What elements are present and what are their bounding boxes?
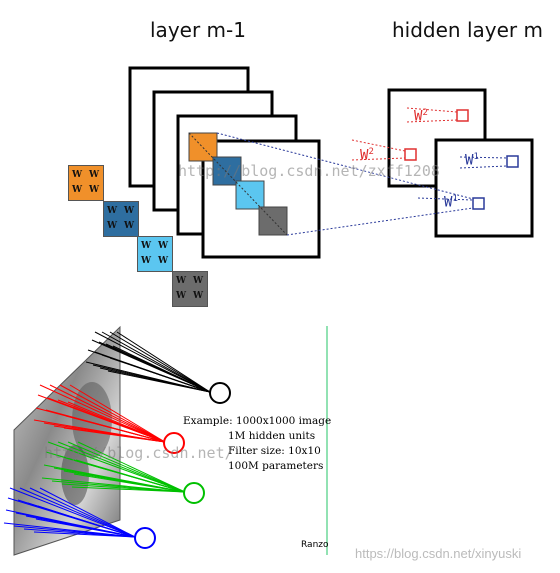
hidden-unit-red-1: [456, 109, 469, 122]
layer-m-1-title: layer m-1: [150, 18, 246, 42]
hidden-unit-green: [183, 482, 205, 504]
footer-watermark: https://blog.csdn.net/xinyuski: [355, 546, 522, 561]
green-connections: [41, 441, 186, 493]
hidden-unit-blue: [134, 527, 156, 549]
hidden-label-w2-a: W2: [414, 108, 428, 125]
patch-darkblue: [212, 156, 242, 186]
blue-connections-bottom: [3, 487, 136, 538]
hidden-label-w1-b: W1: [444, 194, 458, 211]
black-connections: [85, 331, 211, 393]
red-connections: [351, 107, 458, 161]
patch-orange: [188, 132, 218, 162]
hidden-label-w2-b: W2: [360, 147, 374, 164]
hidden-unit-black: [209, 382, 231, 404]
hidden-unit-blue-1: [506, 155, 519, 168]
example-text: Example: 1000x1000 image 1M hidden units…: [183, 414, 331, 474]
weight-matrix-darkblue: W W W W: [103, 201, 139, 237]
red-connections-bottom: [33, 384, 166, 443]
weight-matrix-gray: W W W W: [172, 271, 208, 307]
weight-matrix-lightblue: W W W W: [137, 236, 173, 272]
example-line-1: Example: 1000x1000 image: [183, 415, 332, 427]
weight-matrix-orange: W W W W: [68, 165, 104, 201]
hidden-unit-red-2: [404, 148, 417, 161]
hidden-layer-m-title: hidden layer m: [392, 18, 543, 42]
example-line-4: 100M parameters: [228, 460, 324, 472]
hidden-unit-red: [163, 432, 185, 454]
hidden-label-w1-a: W1: [465, 152, 479, 169]
credit-text: Ranzo: [301, 540, 329, 550]
bottom-watermark: http://blog.csdn.net/: [44, 444, 234, 462]
hidden-unit-blue-2: [472, 197, 485, 210]
top-watermark: http://blog.csdn.net/zxff1208: [178, 162, 440, 180]
example-line-3: Filter size: 10x10: [228, 445, 321, 457]
blue-connections: [216, 132, 508, 236]
patch-lightblue: [235, 180, 265, 210]
example-line-2: 1M hidden units: [228, 430, 316, 442]
